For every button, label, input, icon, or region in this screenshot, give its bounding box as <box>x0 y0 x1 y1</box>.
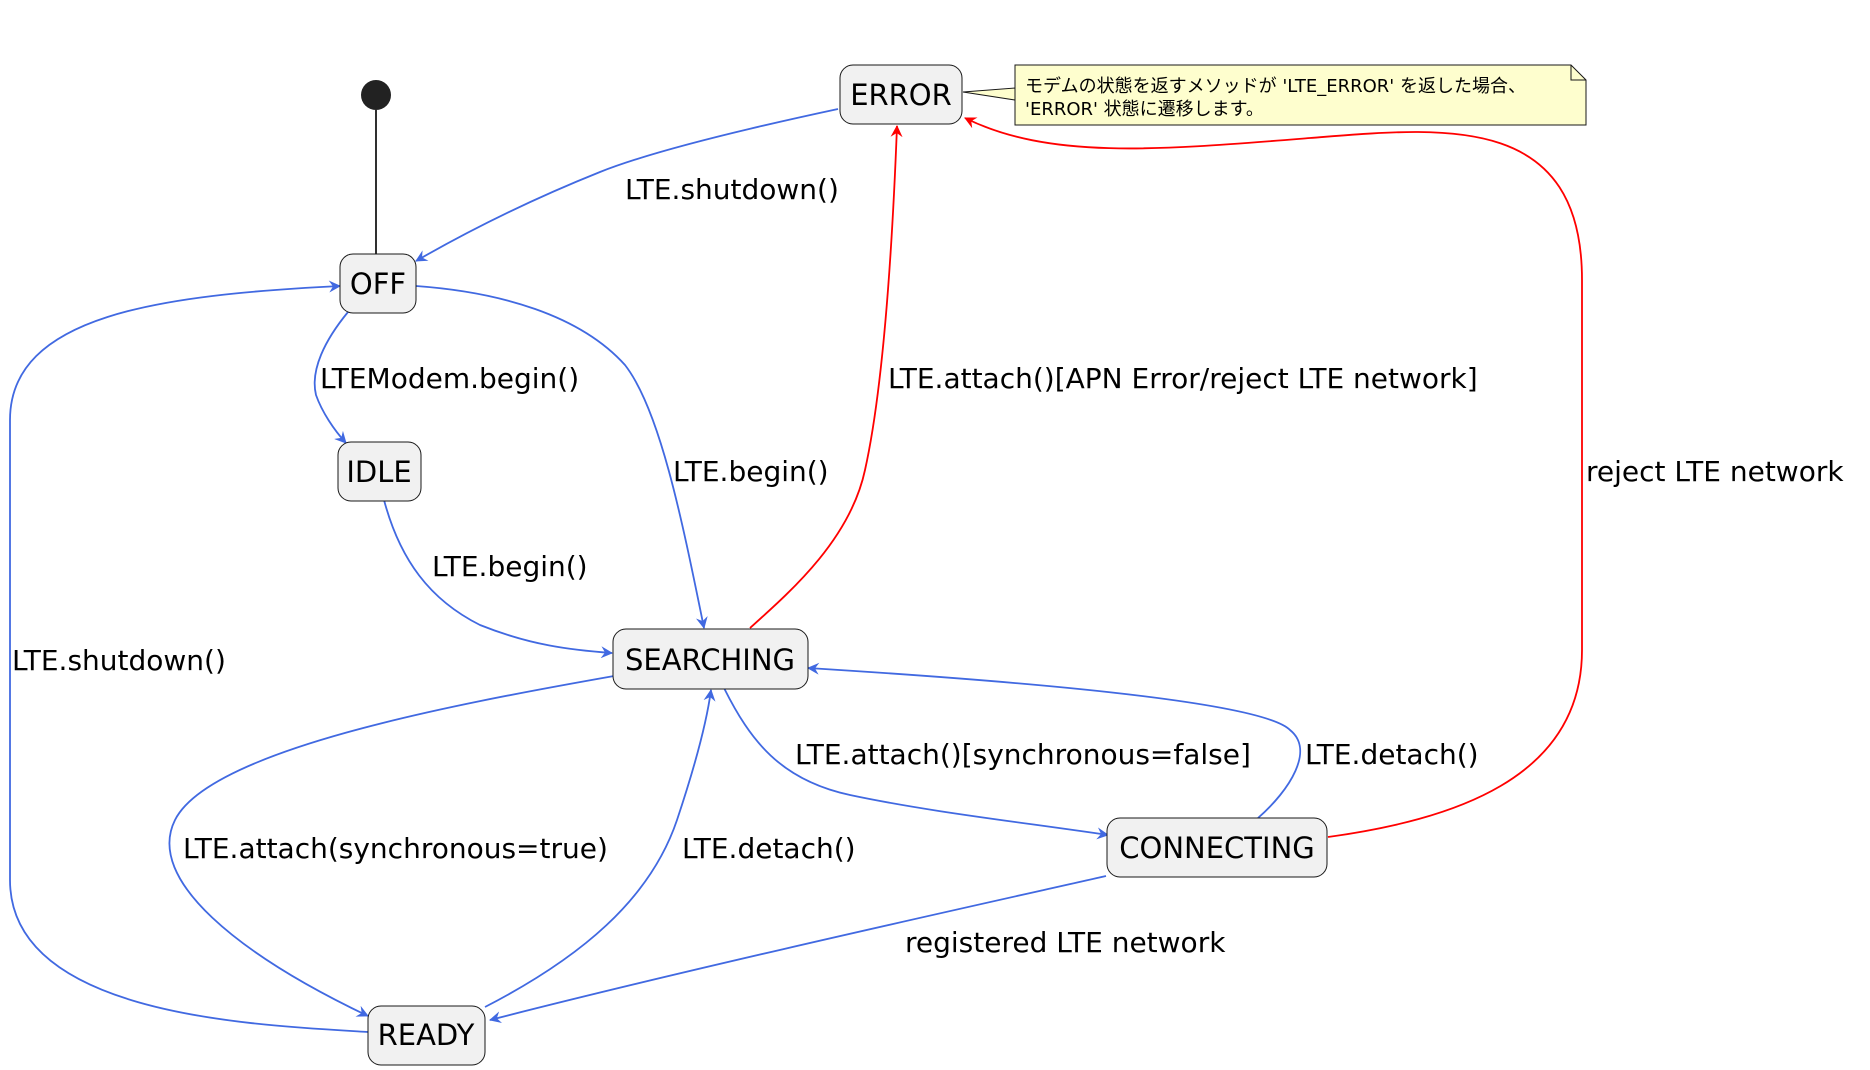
state-error-label: ERROR <box>850 78 952 112</box>
initial-state-dot <box>361 80 391 110</box>
label-searching-to-error: LTE.attach()[APN Error/reject LTE networ… <box>888 362 1478 395</box>
label-off-to-searching: LTE.begin() <box>673 455 829 488</box>
state-ready[interactable]: READY <box>367 1005 486 1066</box>
state-off-label: OFF <box>350 267 406 301</box>
transition-connecting-to-searching <box>807 662 1301 819</box>
label-searching-to-connecting: LTE.attach()[synchronous=false] <box>795 738 1251 771</box>
label-connecting-to-ready: registered LTE network <box>905 926 1226 959</box>
transition-searching-to-connecting <box>723 687 1109 840</box>
state-idle-label: IDLE <box>346 455 411 489</box>
state-error[interactable]: ERROR <box>839 64 963 125</box>
transition-searching-to-ready <box>168 675 615 1017</box>
note-connector <box>962 87 1016 101</box>
note-line-1: モデムの状態を返すメソッドが 'LTE_ERROR' を返した場合、 <box>1025 76 1526 97</box>
transition-off-to-idle <box>313 311 349 444</box>
transition-error-to-off <box>415 108 839 262</box>
transition-ready-to-searching <box>484 689 716 1008</box>
error-note: モデムの状態を返すメソッドが 'LTE_ERROR' を返した場合、 'ERRO… <box>1014 64 1587 126</box>
label-off-to-idle: LTEModem.begin() <box>320 362 579 395</box>
state-searching[interactable]: SEARCHING <box>612 628 809 690</box>
state-off[interactable]: OFF <box>339 253 417 314</box>
state-connecting[interactable]: CONNECTING <box>1106 817 1328 878</box>
label-connecting-to-error: reject LTE network <box>1586 455 1844 488</box>
transition-searching-to-error <box>749 125 903 629</box>
transition-off-to-searching <box>415 285 708 629</box>
state-connecting-label: CONNECTING <box>1119 831 1314 865</box>
label-ready-to-off: LTE.shutdown() <box>12 644 226 677</box>
label-ready-to-searching: LTE.detach() <box>682 832 856 865</box>
label-connecting-to-searching: LTE.detach() <box>1305 738 1479 771</box>
state-searching-label: SEARCHING <box>625 643 795 677</box>
label-searching-to-ready: LTE.attach(synchronous=true) <box>183 832 608 865</box>
note-line-2: 'ERROR' 状態に遷移します。 <box>1025 99 1264 120</box>
transition-connecting-to-error <box>964 117 1583 838</box>
state-idle[interactable]: IDLE <box>337 441 422 502</box>
state-ready-label: READY <box>378 1018 475 1052</box>
transition-connecting-to-ready <box>489 875 1107 1024</box>
transition-idle-to-searching <box>383 499 613 659</box>
transition-ready-to-off <box>9 280 369 1033</box>
label-idle-to-searching: LTE.begin() <box>432 550 588 583</box>
label-error-to-off: LTE.shutdown() <box>625 173 839 206</box>
